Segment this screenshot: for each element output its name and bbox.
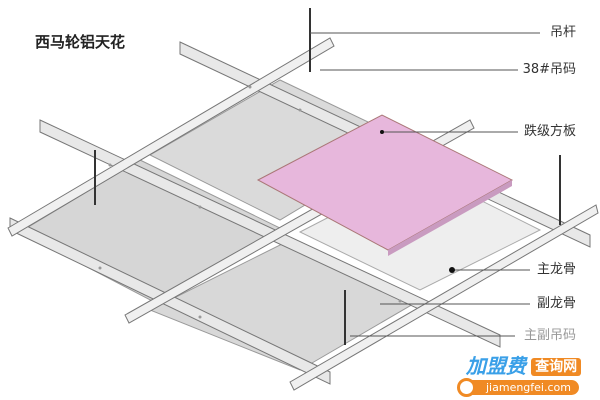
watermark-url: jiamengfei.com xyxy=(460,380,579,395)
watermark-brand-row: 加盟费 查询网 xyxy=(466,354,596,378)
label-hanger-rod: 吊杆 xyxy=(547,25,578,41)
diagram-title: 西马轮铝天花 xyxy=(35,33,126,51)
hanger-rods xyxy=(94,8,561,345)
label-main-keel: 主龙骨 xyxy=(534,262,578,278)
leader-lines xyxy=(310,32,540,337)
watermark-tag: 查询网 xyxy=(531,358,582,376)
label-keel-clip: 主副吊码 xyxy=(521,328,578,344)
label-secondary-keel: 副龙骨 xyxy=(534,296,578,312)
label-drop-panel: 跌级方板 xyxy=(521,124,578,140)
magnifier-icon xyxy=(457,378,476,397)
watermark-brand: 加盟费 xyxy=(466,354,526,378)
watermark: 加盟费 查询网 jiamengfei.com xyxy=(457,354,596,398)
label-38-hanger-clip: 38#吊码 xyxy=(520,62,578,78)
